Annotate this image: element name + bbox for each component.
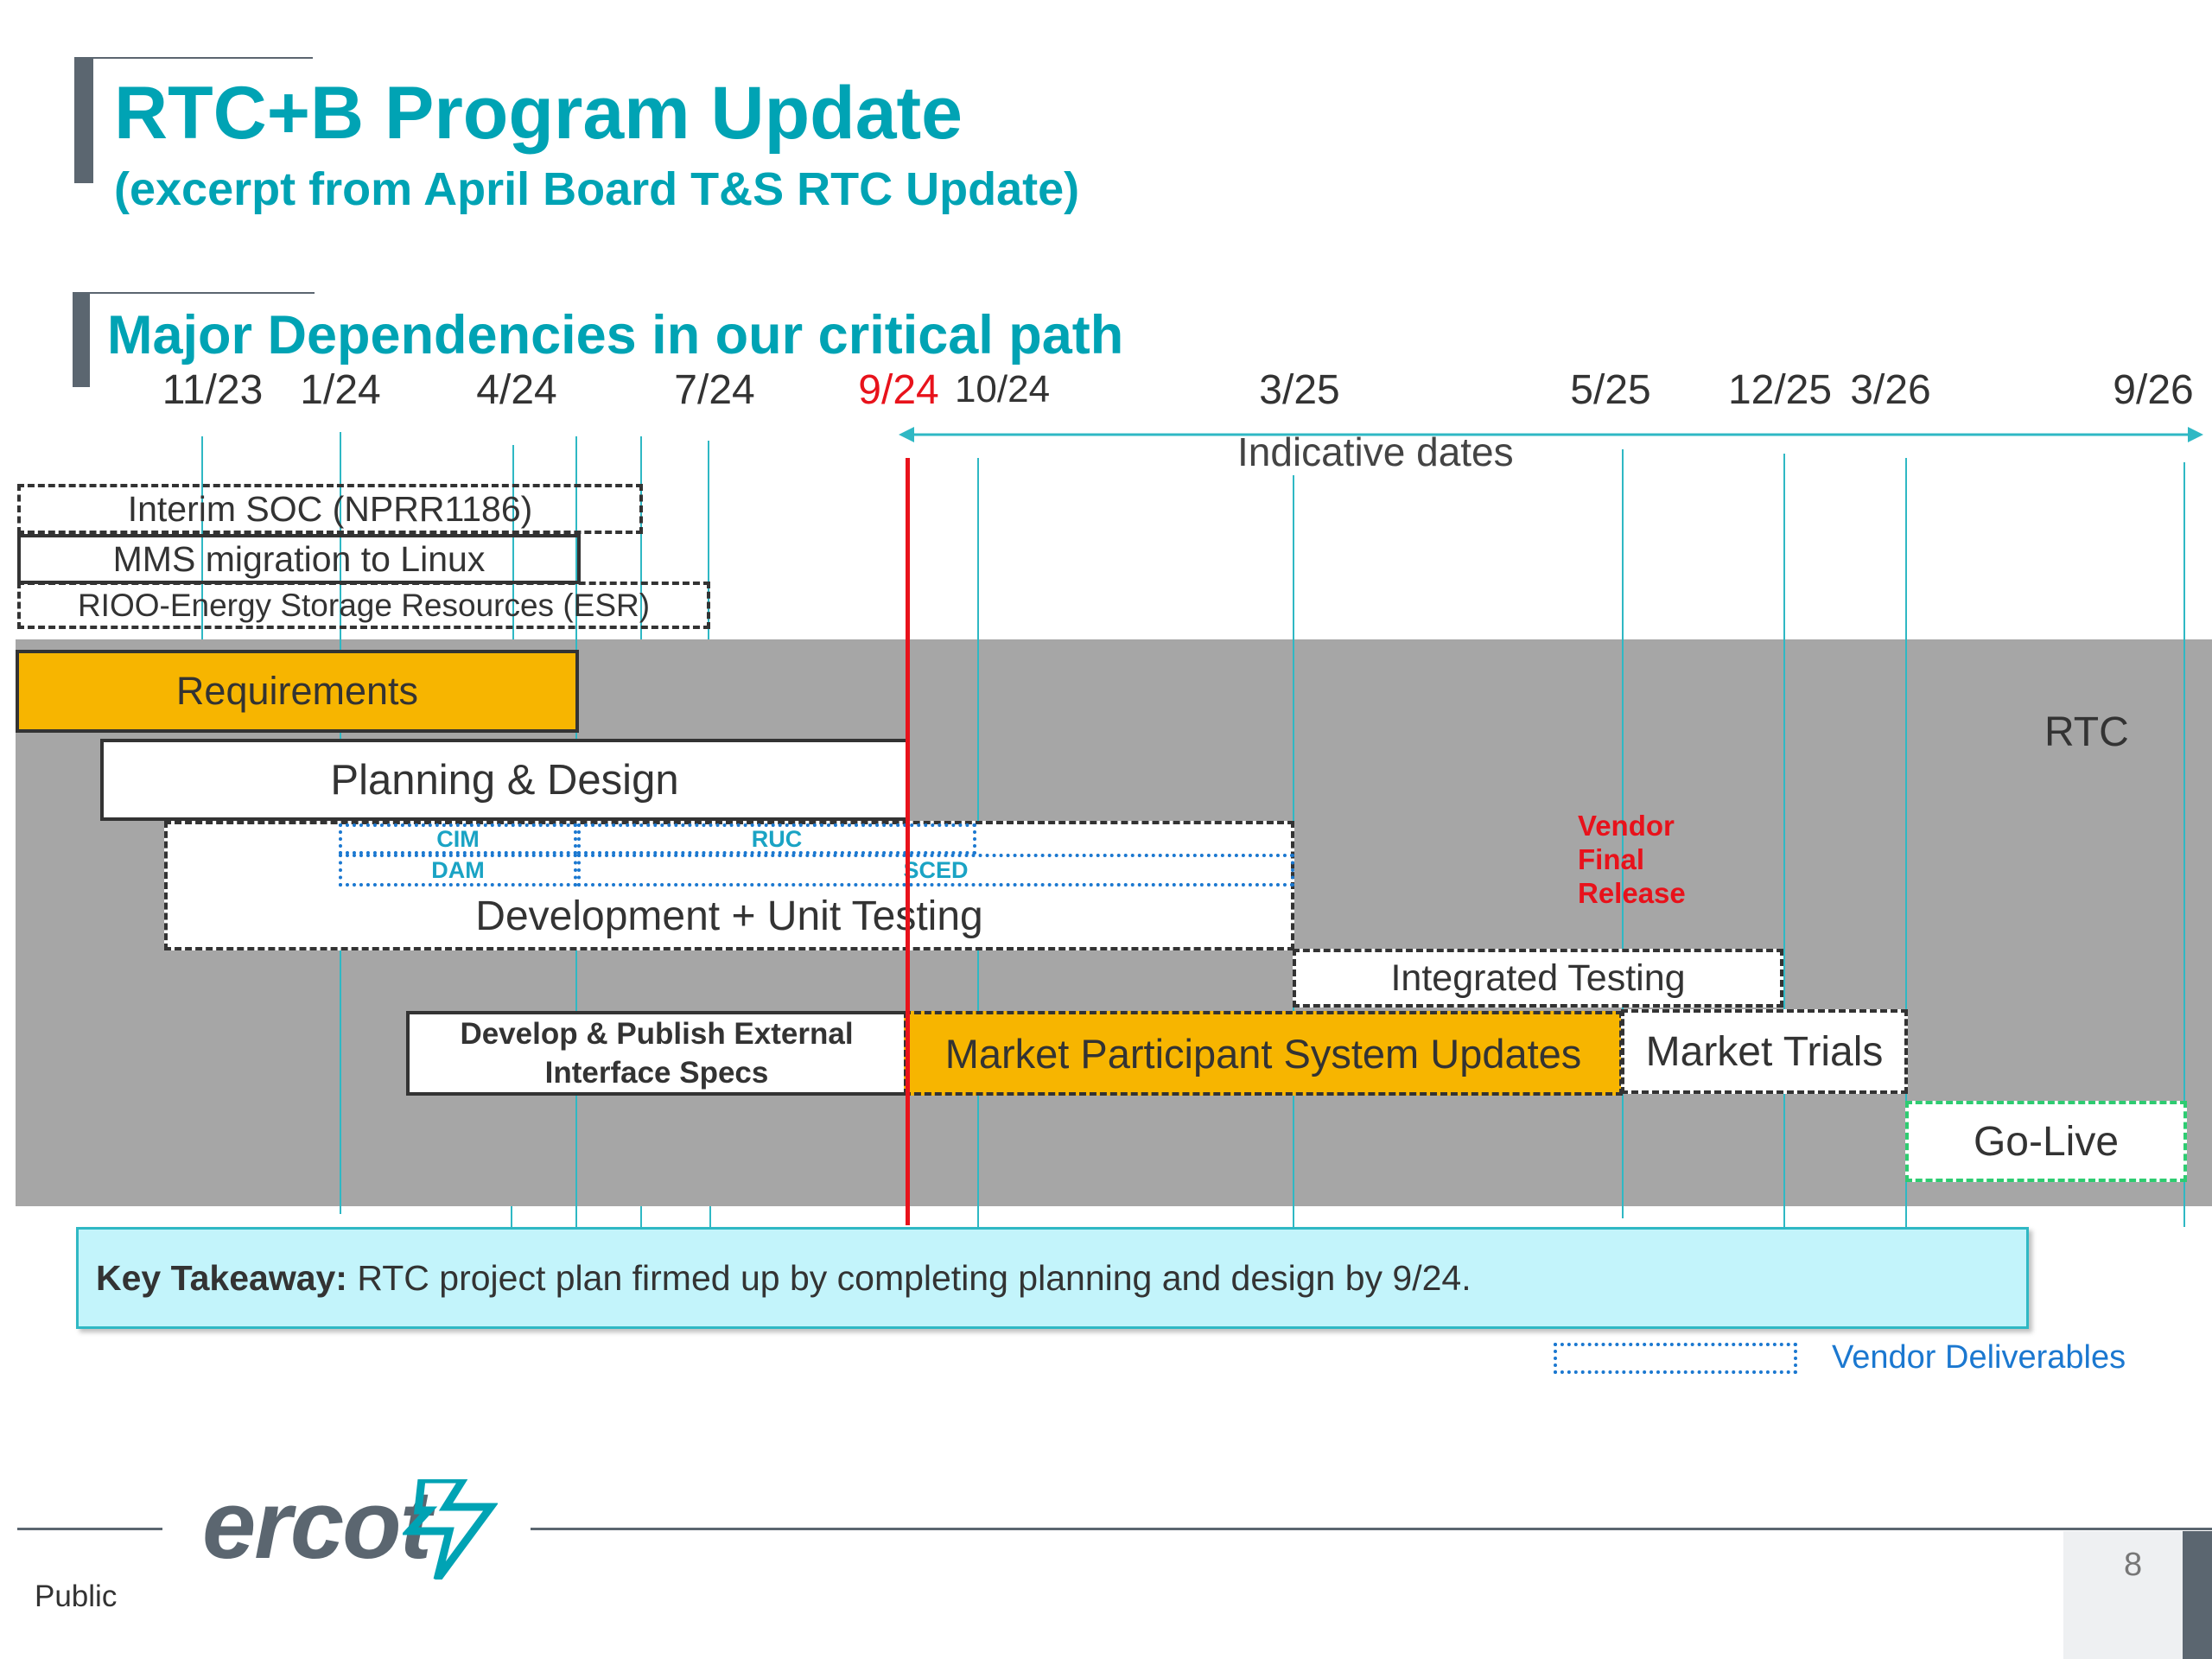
vendor-dam-label: DAM bbox=[431, 856, 485, 883]
classification-label: Public bbox=[35, 1580, 118, 1613]
gridline bbox=[201, 436, 203, 639]
page-number-panel bbox=[2063, 1531, 2183, 1659]
tick-label: 9/26 bbox=[2113, 367, 2194, 413]
gridline bbox=[511, 1206, 512, 1227]
section-accent-line bbox=[73, 292, 315, 294]
phase-development-label: Development + Unit Testing bbox=[475, 893, 983, 939]
vendor-final-release: Vendor Final Release bbox=[1578, 809, 1686, 910]
phase-market-trials-label: Market Trials bbox=[1645, 1028, 1884, 1075]
tick-label: 1/24 bbox=[300, 367, 381, 413]
gridline bbox=[640, 1206, 642, 1227]
phase-requirements-label: Requirements bbox=[175, 669, 419, 713]
gridline bbox=[708, 441, 709, 639]
tick-label: 5/25 bbox=[1570, 367, 1651, 413]
gridline bbox=[1905, 458, 1907, 1227]
indicative-dates-label: Indicative dates bbox=[1237, 429, 1514, 474]
vendor-cim: CIM bbox=[339, 823, 577, 855]
dependency-mms-migration-label: MMS migration to Linux bbox=[112, 538, 486, 579]
vendor-final-release-line: Release bbox=[1578, 877, 1686, 909]
phase-mp-system-updates-label: Market Participant System Updates bbox=[944, 1030, 1582, 1077]
dependency-mms-migration: MMS migration to Linux bbox=[17, 534, 581, 584]
footer-rule-right bbox=[531, 1528, 2212, 1530]
phase-go-live: Go-Live bbox=[1905, 1101, 2187, 1182]
phase-market-trials: Market Trials bbox=[1621, 1009, 1908, 1094]
gridline bbox=[512, 445, 514, 639]
gridline bbox=[2183, 462, 2185, 1227]
phase-external-specs-line: Develop & Publish External bbox=[460, 1017, 854, 1051]
tick-label: 12/25 bbox=[1727, 367, 1833, 413]
ercot-logo: ercot bbox=[202, 1469, 498, 1581]
vendor-ruc: RUC bbox=[577, 823, 976, 855]
phase-external-specs-line: Interface Specs bbox=[544, 1056, 769, 1090]
page-title: RTC+B Program Update bbox=[114, 72, 963, 155]
vendor-final-release-line: Vendor bbox=[1578, 810, 1675, 842]
tick-label: 11/23 bbox=[162, 367, 264, 413]
phase-go-live-label: Go-Live bbox=[1973, 1118, 2120, 1165]
tick-label: 3/26 bbox=[1850, 367, 1931, 413]
phase-external-specs: Develop & Publish External Interface Spe… bbox=[406, 1011, 907, 1096]
section-title: Major Dependencies in our critical path bbox=[107, 305, 1124, 365]
vendor-sced: SCED bbox=[577, 854, 1294, 887]
page-number-edge bbox=[2183, 1531, 2212, 1659]
title-accent-bar bbox=[74, 57, 93, 183]
current-date-marker bbox=[906, 458, 910, 1225]
phase-integrated-testing-label: Integrated Testing bbox=[1390, 957, 1686, 999]
key-takeaway-text: RTC project plan firmed up by completing… bbox=[357, 1257, 1471, 1298]
dependency-interim-soc: Interim SOC (NPRR1186) bbox=[17, 484, 643, 534]
section-accent-bar bbox=[73, 292, 90, 387]
phase-planning-design-label: Planning & Design bbox=[330, 756, 679, 804]
tick-label-current: 9/24 bbox=[858, 367, 939, 413]
dependency-interim-soc-label: Interim SOC (NPRR1186) bbox=[127, 488, 533, 529]
tick-label: 10/24 bbox=[954, 368, 1051, 410]
phase-integrated-testing: Integrated Testing bbox=[1293, 949, 1783, 1007]
ercot-bolt-icon bbox=[403, 1479, 498, 1580]
key-takeaway-box: Key Takeaway: RTC project plan firmed up… bbox=[76, 1227, 2029, 1329]
legend-vendor-label: Vendor Deliverables bbox=[1832, 1339, 2126, 1376]
gridline bbox=[640, 436, 642, 639]
dependency-rioo-esr-label: RIOO-Energy Storage Resources (ESR) bbox=[77, 587, 651, 623]
vendor-final-release-line: Final bbox=[1578, 843, 1645, 875]
phase-mp-system-updates: Market Participant System Updates bbox=[904, 1011, 1623, 1096]
gridline bbox=[1783, 454, 1785, 1227]
rtc-label: RTC bbox=[2044, 709, 2129, 755]
tick-label: 7/24 bbox=[674, 367, 755, 413]
vendor-dam: DAM bbox=[339, 854, 577, 887]
tick-label: 3/25 bbox=[1259, 367, 1340, 413]
gridline bbox=[1622, 449, 1624, 1218]
phase-planning-design: Planning & Design bbox=[100, 739, 909, 821]
vendor-sced-label: SCED bbox=[903, 856, 969, 883]
indicative-dates-arrow bbox=[899, 427, 2203, 442]
tick-label: 4/24 bbox=[476, 367, 557, 413]
footer-rule-left bbox=[17, 1528, 162, 1530]
legend-vendor-swatch bbox=[1554, 1343, 1797, 1374]
vendor-ruc-label: RUC bbox=[751, 825, 803, 852]
title-accent-line bbox=[74, 57, 313, 59]
phase-requirements: Requirements bbox=[16, 650, 579, 733]
key-takeaway-label: Key Takeaway: bbox=[96, 1257, 347, 1298]
ercot-logo-text: ercot bbox=[202, 1471, 432, 1579]
dependency-rioo-esr: RIOO-Energy Storage Resources (ESR) bbox=[17, 582, 710, 629]
vendor-cim-label: CIM bbox=[436, 825, 480, 852]
gridline bbox=[709, 1206, 711, 1227]
page-subtitle: (excerpt from April Board T&S RTC Update… bbox=[114, 163, 1080, 215]
page-number: 8 bbox=[2124, 1547, 2143, 1583]
